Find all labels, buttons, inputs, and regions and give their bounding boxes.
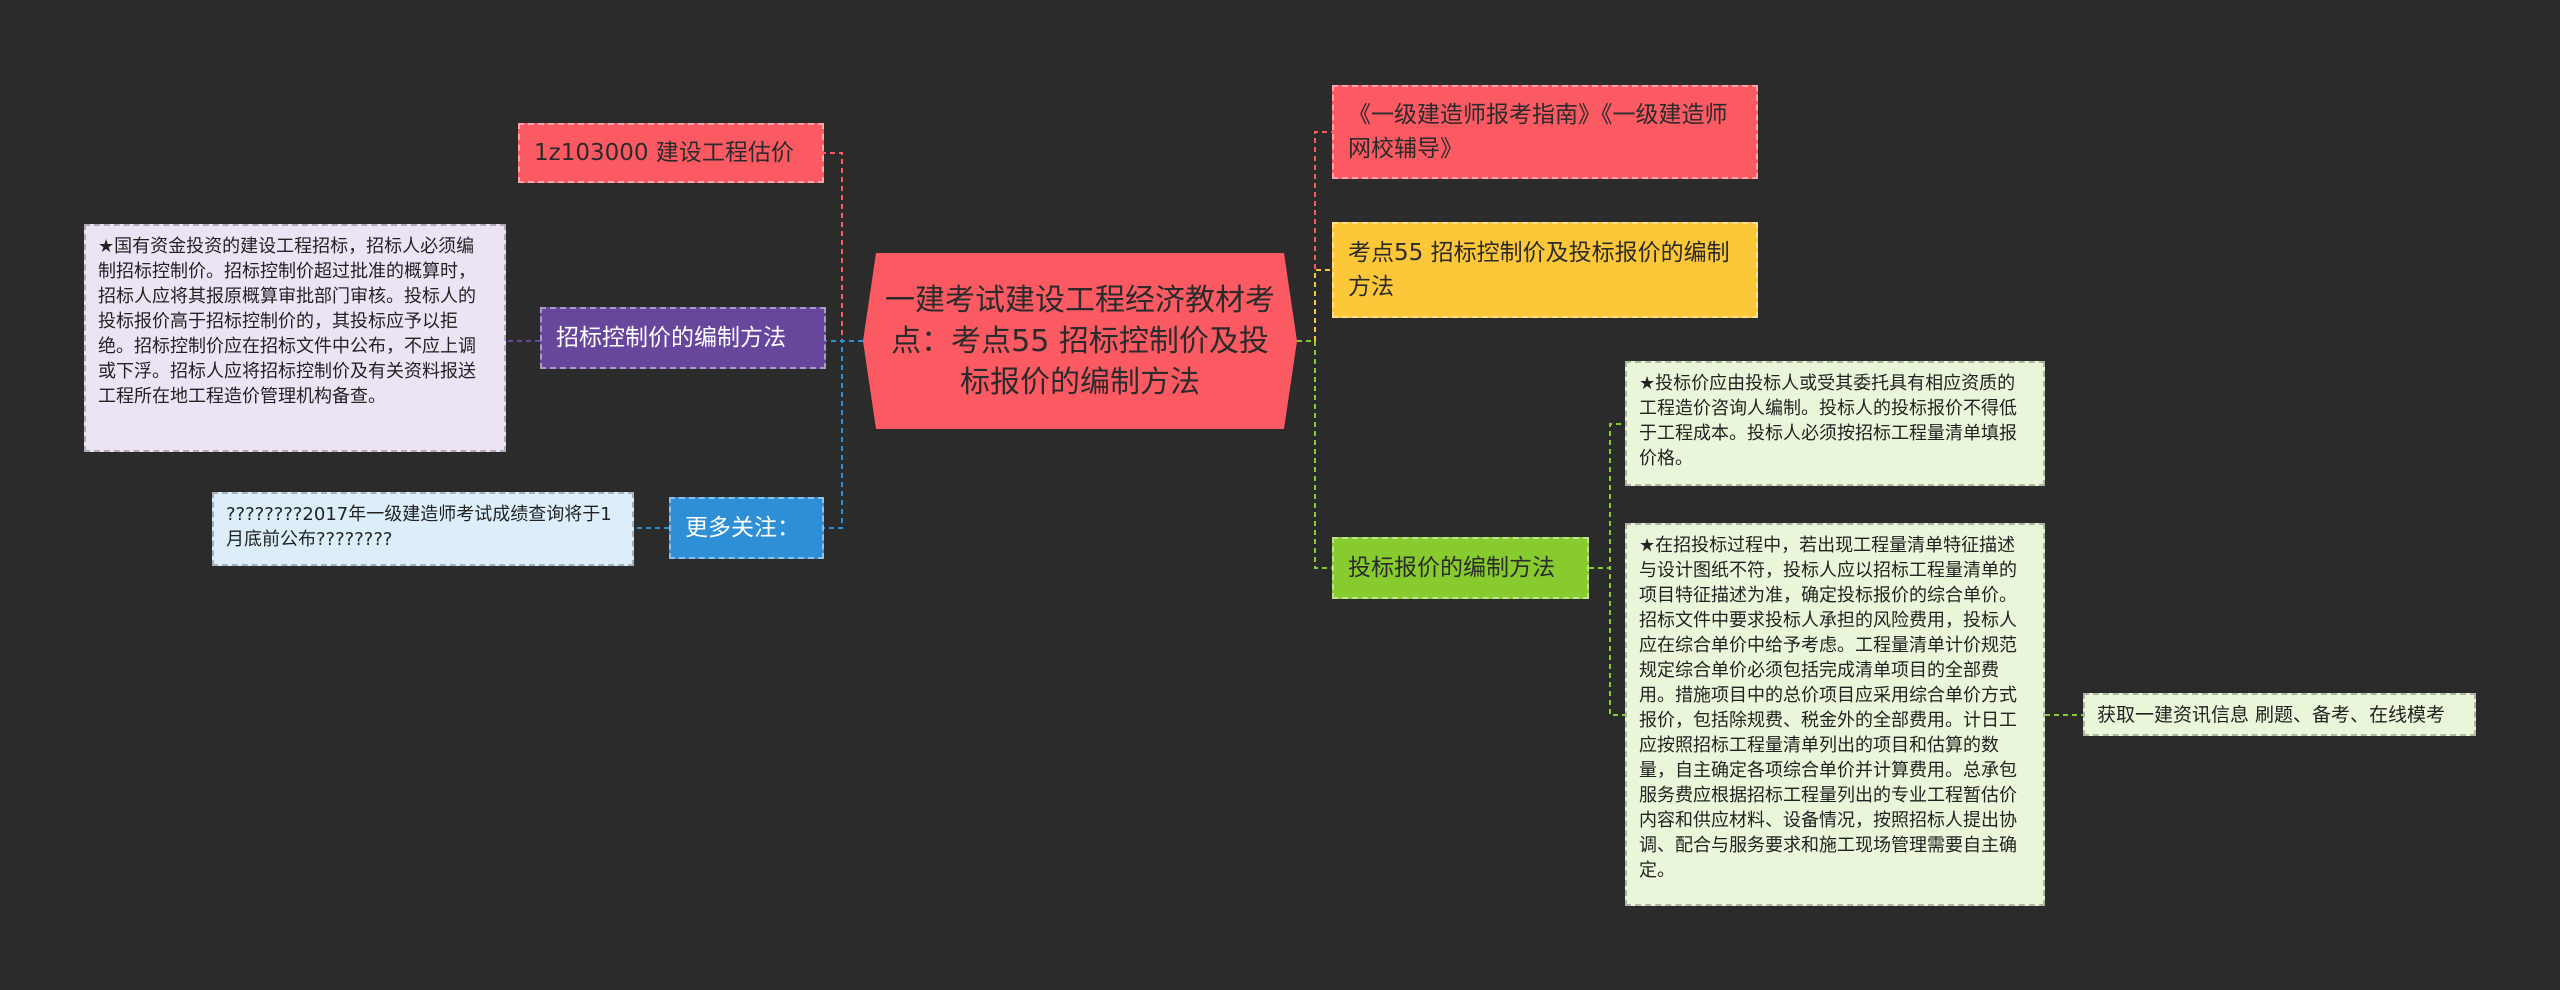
topic-guide[interactable]: 《一级建造师报考指南》《一级建造师网校辅导》 [1332,85,1758,179]
topic-control-price-label: 招标控制价的编制方法 [556,325,786,351]
note-bid-price-1-text: ★投标价应由投标人或受其委托具有相应资质的工程造价咨询人编制。投标人的投标报价不… [1639,373,2017,469]
link-root-bid-price [1297,340,1332,569]
topic-bid-price-label: 投标报价的编制方法 [1348,555,1555,581]
note-more-text: ????????2017年一级建造师考试成绩查询将于1月底前公布???????? [226,504,612,550]
central-topic-label: 一建考试建设工程经济教材考点：考点55 招标控制价及投标报价的编制方法 [885,282,1275,400]
link-bid-note2 [1589,567,1625,716]
link-bid-note1 [1589,423,1625,569]
link-root-estimate [824,152,863,342]
topic-guide-label: 《一级建造师报考指南》《一级建造师网校辅导》 [1348,102,1728,162]
note-promo[interactable]: 获取一建资讯信息 刷题、备考、在线模考 [2083,693,2476,736]
note-promo-text: 获取一建资讯信息 刷题、备考、在线模考 [2097,704,2446,726]
topic-more-label: 更多关注： [685,515,800,541]
topic-control-price[interactable]: 招标控制价的编制方法 [540,307,826,369]
topic-point55-label: 考点55 招标控制价及投标报价的编制方法 [1348,240,1730,300]
link-root-topic [1297,269,1332,342]
topic-point55[interactable]: 考点55 招标控制价及投标报价的编制方法 [1332,222,1758,318]
topic-estimate-label: 1z103000 建设工程估价 [534,140,794,166]
note-bid-price-2: ★在招投标过程中，若出现工程量清单特征描述与设计图纸不符，投标人应以招标工程量清… [1625,523,2045,906]
note-bid-price-1: ★投标价应由投标人或受其委托具有相应资质的工程造价咨询人编制。投标人的投标报价不… [1625,361,2045,486]
topic-estimate[interactable]: 1z103000 建设工程估价 [518,123,824,183]
topic-bid-price[interactable]: 投标报价的编制方法 [1332,537,1589,599]
link-root-more [824,340,863,529]
note-control-price-text: ★国有资金投资的建设工程招标，招标人必须编制招标控制价。招标控制价超过批准的概算… [98,236,476,407]
note-bid-price-2-text: ★在招投标过程中，若出现工程量清单特征描述与设计图纸不符，投标人应以招标工程量清… [1639,535,2017,881]
note-more: ????????2017年一级建造师考试成绩查询将于1月底前公布???????? [212,492,634,566]
central-topic[interactable]: 一建考试建设工程经济教材考点：考点55 招标控制价及投标报价的编制方法 [863,253,1297,429]
note-control-price: ★国有资金投资的建设工程招标，招标人必须编制招标控制价。招标控制价超过批准的概算… [84,224,506,452]
topic-more[interactable]: 更多关注： [669,497,824,559]
